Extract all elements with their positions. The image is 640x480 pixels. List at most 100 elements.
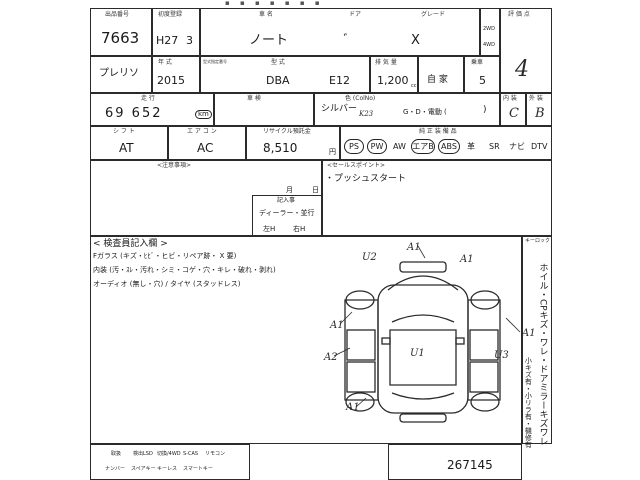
sales-point: ・プッシュスタート [325,174,407,184]
inspector-header: < 検査員記入欄 > [93,239,168,249]
interior-note: 内装 (汚・ｽﾚ・汚れ・シミ・コゲ・穴・キレ・破れ・剥れ) [93,266,276,274]
equipment-cell: 純 正 装 備 品 PS PW AW エアB ABS 革 SR ナビ DTV [340,126,552,160]
record-label: 記入事 [277,197,296,204]
type-cell: 型式指定番号 型 式 DBA E12 [200,56,370,93]
score-cell: 評 価 点 4 [500,8,552,93]
first-registration-cell: 初度登録 H27 3 [152,8,200,56]
autolock-header: キーロック [525,238,551,244]
seats-cell: 乗車 5 [464,56,500,93]
equip-abs: ABS [438,139,460,154]
color-code: K23 [359,110,374,118]
car-name: ノート [249,33,289,48]
first-registration-header: 初度登録 [158,11,183,18]
year-cell: 年 式 2015 [152,56,200,93]
audio-note: オーディオ (無し・穴) / タイヤ (スタッドレス) [93,280,241,288]
displacement-unit: cc [411,83,417,89]
recycle-fee: 8,510 [263,141,298,155]
footer-row1-3: S-CAS [183,451,199,457]
shift-header: シ フ ト [113,128,135,135]
left-hand: 左H [263,225,276,233]
footer-number: 267145 [447,458,493,472]
fglass-note: Fガラス (キズ・ﾋﾋﾞ・ヒビ・リペア跡・ X 要) [93,252,237,260]
exterior-score: B [535,106,545,121]
displacement-header: 排 気 量 [375,59,397,66]
drive-4wd: 4WD [483,42,495,48]
aircon-header: エ ア コ ン [187,128,217,135]
type-model: E12 [329,74,350,87]
vertical-note-2: 小キズ有・小リラ有・機修有 [524,357,533,448]
lot-number-cell: 出品番号 7663 [90,8,152,56]
grade-header: グレード [421,11,446,18]
year-header: 年 式 [158,59,172,66]
equip-sunroof: SR [489,142,500,151]
recycle-header: リサイクル預託金 [263,128,311,135]
color-header: 色 (ColNo) [345,95,376,102]
inspection-cell: 車 検 [214,93,314,126]
month-label: 月 [286,186,293,194]
footer-row2-2: キーレス [157,466,178,472]
right-hand: 右H [293,225,306,233]
lot-number-header: 出品番号 [105,11,130,18]
sales-header: <セールスポイント> [327,162,386,169]
sales-cell: <セールスポイント> ・プッシュスタート [322,160,552,236]
shift-cell: シ フ ト AT [90,126,168,160]
exterior-cell: 外 装 B [526,93,552,126]
displacement-cell: 排 気 量 1,200 cc [370,56,418,93]
door-header: ドア [349,11,362,18]
mileage: 69 652 [105,106,163,121]
day-label: 日 [312,186,319,194]
prefix: プレリソ [99,68,139,79]
overall-score: 4 [515,57,529,82]
options-close: ) [483,105,487,115]
footer-row2-1: スペアキー [131,466,156,472]
footer-right: 267145 [388,444,522,480]
recycle-cell: リサイクル預託金 8,510 円 [246,126,340,160]
dealer-label: ディーラー・並行 [259,209,315,217]
prefix-cell: プレリソ [90,56,152,93]
exterior-header: 外 装 [529,95,543,102]
record-cell: 記入事 ディーラー・並行 左H 右H [252,195,322,236]
seats-header: 乗車 [471,59,484,66]
footer-row2-3: スマートキー [183,466,213,472]
vertical-note-cell: キーロック ホイル・CPキズ・ワレ・ドアミラーキズワレ 小キズ有・小リラ有・機修… [522,236,552,448]
footer-row1-0: 取扱 [111,451,122,457]
equip-dtv: DTV [531,142,548,151]
interior-cell: 内 装 C [500,93,526,126]
car-name-cell: 車 名 ドア グレード ノート ﾞ X [200,8,480,56]
equip-ps: PS [344,139,364,154]
footer-row1-4: リモコン [205,451,226,457]
interior-header: 内 装 [503,95,517,102]
footer-row1-2: 切換/4WD [157,451,181,457]
mileage-unit: km [195,110,212,119]
mileage-cell: 走 行 69 652 km [90,93,214,126]
footer-row2-0: ナンバー [105,466,126,472]
color: シルバー [321,104,358,114]
recycle-unit: 円 [329,148,336,156]
shift: AT [119,141,134,155]
car-name-header: 車 名 [259,11,273,18]
use: 自 家 [427,75,448,85]
inspection-header: 車 検 [247,95,261,102]
vertical-note: ホイル・CPキズ・ワレ・ドアミラーキズワレ [537,263,548,446]
sheet-title: ▪ ▪ ▪ ▪ ▪ ▪ ▪ [225,0,324,7]
inspector-cell: < 検査員記入欄 > Fガラス (キズ・ﾋﾋﾞ・ヒビ・リペア跡・ X 要) 内装… [90,236,522,444]
use-cell: 自 家 [418,56,464,93]
aircon-cell: エ ア コ ン AC [168,126,246,160]
type-note: 型式指定番号 [203,59,227,64]
lot-number: 7663 [101,29,140,47]
drive-cell: 2WD 4WD [480,8,500,56]
aircon: AC [197,141,214,155]
notes-header: <注意事項> [157,162,192,169]
year: 2015 [157,74,185,87]
equip-navi: ナビ [509,142,525,151]
score-header: 評 価 点 [508,11,530,18]
registration-month: 3 [186,34,193,47]
footer-row1-1: 検出LSD [133,451,153,457]
registration-era: H27 [156,34,179,47]
mileage-header: 走 行 [141,95,155,102]
type-prefix: DBA [266,74,290,87]
footer-left: 取扱 検出LSD 切換/4WD S-CAS リモコン ナンバー スペアキー キー… [90,444,250,480]
interior-score: C [509,106,519,121]
equip-leather: 革 [467,142,475,151]
